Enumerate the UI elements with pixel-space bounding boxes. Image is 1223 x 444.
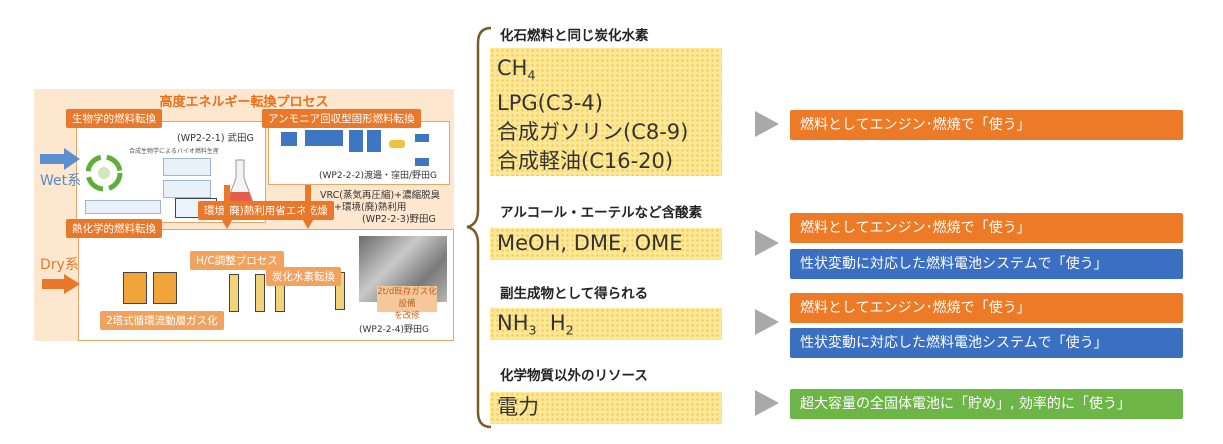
arrow-right-icon bbox=[755, 309, 779, 335]
use-box: 燃料としてエンジン･燃焼で「使う」 bbox=[790, 293, 1183, 323]
panel-title: 高度エネルギー転換プロセス bbox=[159, 95, 329, 110]
bio-conversion-label: 生物学的燃料転換 bbox=[66, 109, 162, 128]
fuel-item: 合成ガソリン(C8-9) bbox=[497, 120, 689, 145]
flow-node bbox=[281, 132, 297, 146]
vrc-text-1: VRC(蒸気再圧縮)+濃縮脱臭 bbox=[320, 190, 441, 201]
use-box: 性状変動に対応した燃料電池システムで「使う」 bbox=[790, 328, 1183, 358]
twin-tower-label: 2塔式循環流動層ガス化 bbox=[100, 311, 224, 330]
existing-note-line-2: を改修 bbox=[394, 311, 420, 321]
column-1 bbox=[229, 274, 239, 312]
dry-label: Dry系 bbox=[40, 257, 79, 273]
fuel-item: MeOH, DME, OME bbox=[497, 231, 683, 255]
use-box: 性状変動に対応した燃料電池システムで「使う」 bbox=[790, 249, 1183, 279]
use-box: 超大容量の全固体電池に「貯め」, 効率的に「使う」 bbox=[790, 389, 1183, 419]
arrow-right-icon bbox=[755, 390, 779, 416]
cycle-diagram bbox=[85, 154, 123, 192]
thermochemical-label: 熱化学的燃料転換 bbox=[66, 219, 162, 238]
column-2 bbox=[255, 274, 265, 312]
dry-arrow-icon bbox=[42, 274, 80, 294]
process-step-3 bbox=[85, 200, 161, 214]
reactor-2 bbox=[153, 272, 177, 304]
process-step-1 bbox=[163, 158, 211, 176]
fuel-item: NH3 H2 bbox=[497, 311, 574, 338]
reactor-1 bbox=[123, 272, 147, 304]
ammonia-conversion-box: (WP2-2-2)渡邉・窪田/野田G bbox=[268, 121, 450, 185]
arrow-right-icon bbox=[755, 230, 779, 256]
bio-group-label: (WP2-2-1) 武田G bbox=[177, 133, 254, 144]
existing-note-line-1: 2t/d既存ガス化設備 bbox=[377, 287, 437, 309]
process-panel: 高度エネルギー転換プロセス (WP2-2-1) 武田G 合成生物学によるバイオ燃… bbox=[34, 89, 454, 341]
fuel-item: 電力 bbox=[497, 395, 539, 419]
fuel-list-box: CH4 LPG(C3-4) 合成ガソリン(C8-9) 合成軽油(C16-20) bbox=[490, 48, 722, 176]
flow-node bbox=[389, 140, 405, 148]
fuel-item: LPG(C3-4) bbox=[497, 91, 603, 116]
flow-node bbox=[415, 158, 429, 166]
flow-node bbox=[349, 130, 363, 152]
down-arrow-icon bbox=[219, 185, 235, 229]
fuel-item: 合成軽油(C16-20) bbox=[497, 149, 674, 174]
ammonia-group-label: (WP2-2-2)渡邉・窪田/野田G bbox=[319, 171, 438, 181]
use-box: 燃料としてエンジン･燃焼で「使う」 bbox=[790, 110, 1183, 140]
thermo-group-label: (WP2-2-4)野田G bbox=[359, 325, 429, 335]
vrc-text-3: (WP2-2-3)野田G bbox=[362, 214, 436, 225]
fuel-list-box: 電力 bbox=[490, 392, 722, 424]
ammonia-conversion-label: アンモニア回収型固形燃料転換 bbox=[262, 109, 421, 128]
use-box: 燃料としてエンジン･燃焼で「使う」 bbox=[790, 213, 1183, 243]
flow-node bbox=[305, 130, 343, 146]
process-step-2 bbox=[163, 180, 211, 198]
wet-label: Wet系 bbox=[40, 173, 82, 189]
arrow-right-icon bbox=[755, 111, 779, 137]
category-heading: 化学物質以外のリソース bbox=[500, 368, 648, 384]
hydrocarbon-label: 炭化水素転換 bbox=[266, 267, 341, 286]
fuel-item: CH4 bbox=[497, 56, 536, 83]
vrc-text-2: +環境(廃)熱利用 bbox=[334, 202, 407, 213]
flow-node bbox=[367, 130, 381, 152]
category-heading: 副生成物として得られる bbox=[500, 286, 649, 302]
fuel-list-box: NH3 H2 bbox=[490, 308, 722, 340]
bio-caption: 合成生物学によるバイオ燃料生産 bbox=[129, 148, 219, 155]
curly-brace bbox=[466, 26, 492, 429]
hc-adjust-label: H/C調整プロセス bbox=[190, 251, 284, 270]
down-arrow-icon bbox=[300, 185, 316, 229]
category-heading: アルコール・エーテルなど含酸素 bbox=[500, 205, 703, 221]
fuel-list-box: MeOH, DME, OME bbox=[490, 228, 722, 260]
flow-node bbox=[415, 134, 429, 142]
existing-facility-note: 2t/d既存ガス化設備 を改修 bbox=[377, 286, 437, 321]
category-heading: 化石燃料と同じ炭化水素 bbox=[500, 28, 649, 44]
wet-arrow-icon bbox=[40, 148, 80, 170]
